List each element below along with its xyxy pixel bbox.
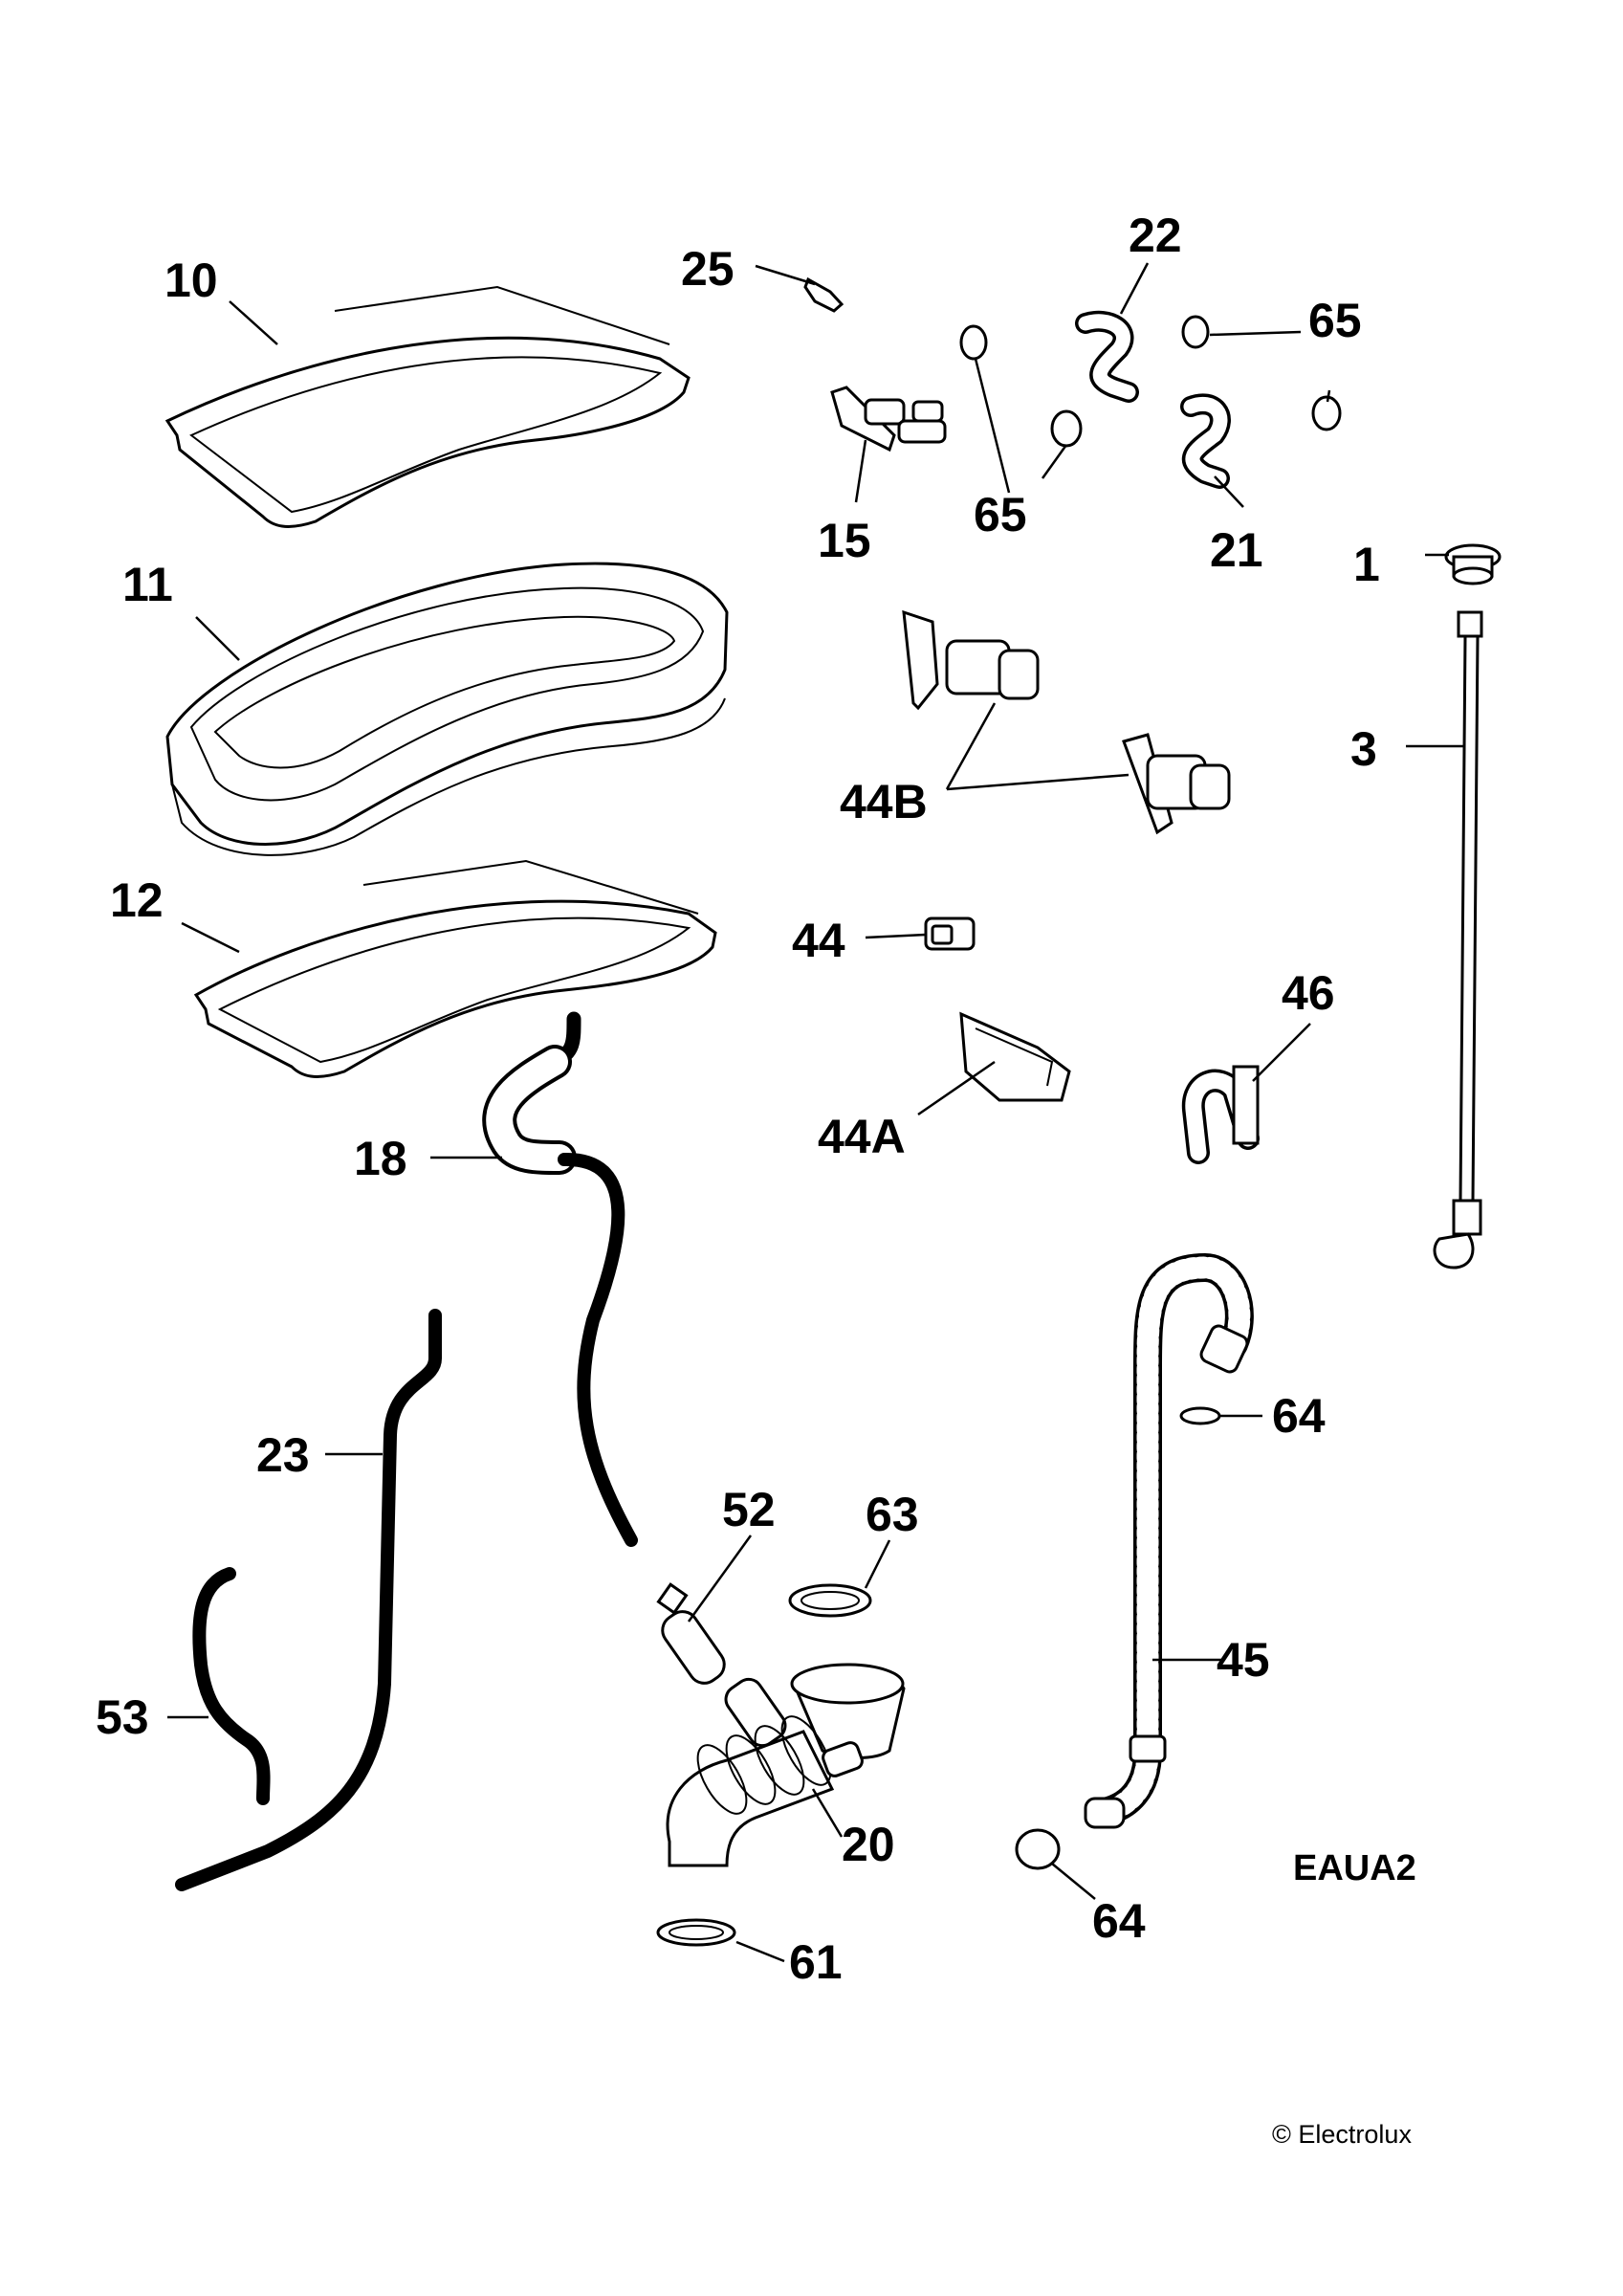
label-25: 25 <box>681 242 735 296</box>
part-11-frame <box>165 562 729 856</box>
leader-lines <box>167 262 1465 1963</box>
label-52: 52 <box>722 1483 776 1536</box>
part-1-cap <box>1444 543 1502 585</box>
part-46-hook <box>1181 1065 1260 1164</box>
part-22-hose <box>1075 310 1139 403</box>
label-21: 21 <box>1210 523 1263 577</box>
copyright-notice: © Electrolux <box>1272 2120 1412 2149</box>
label-61: 61 <box>789 1935 843 1989</box>
label-23: 23 <box>256 1428 310 1482</box>
label-45: 45 <box>1217 1633 1270 1687</box>
label-18: 18 <box>354 1132 407 1185</box>
label-64-upper: 64 <box>1272 1389 1326 1443</box>
part-20-sump <box>666 1663 906 1867</box>
label-65-upper: 65 <box>1308 294 1362 347</box>
label-65-lower: 65 <box>974 488 1027 541</box>
part-15-bracket <box>830 386 947 453</box>
part-63-clamp <box>788 1583 872 1618</box>
part-44b-clamps <box>902 609 1231 835</box>
label-53: 53 <box>96 1690 149 1744</box>
label-20: 20 <box>842 1818 895 1871</box>
label-44b: 44B <box>840 775 928 828</box>
label-11: 11 <box>122 558 173 611</box>
part-52-sensor <box>656 1582 726 1685</box>
part-44a-holder <box>959 1011 1071 1102</box>
part-12-seal <box>193 859 717 1078</box>
part-18-hose <box>482 1011 638 1547</box>
part-53-hose <box>192 1567 271 1805</box>
model-code: EAUA2 <box>1293 1848 1416 1888</box>
label-44: 44 <box>792 914 845 967</box>
part-64-clamps <box>1015 1406 1221 1870</box>
label-63: 63 <box>866 1488 919 1541</box>
label-3: 3 <box>1350 722 1377 776</box>
label-46: 46 <box>1282 966 1335 1020</box>
label-44a: 44A <box>818 1110 906 1163</box>
part-23-hose <box>175 1309 442 1891</box>
label-64-lower: 64 <box>1092 1894 1146 1948</box>
label-12: 12 <box>110 873 164 927</box>
label-22: 22 <box>1129 209 1182 262</box>
part-44-clip <box>924 916 976 951</box>
label-15: 15 <box>818 514 871 567</box>
label-10: 10 <box>164 254 218 307</box>
part-labels: 10 11 12 25 22 65 65 15 21 1 3 44B 44 46… <box>96 209 1380 1989</box>
part-25-nozzle <box>803 276 844 313</box>
part-61-clamp <box>656 1918 736 1947</box>
part-3-pipe <box>1433 610 1483 1269</box>
part-45-drain-hose <box>1084 1253 1254 1829</box>
label-1: 1 <box>1353 538 1380 591</box>
part-21-hose <box>1180 393 1231 489</box>
part-65-clamps <box>959 315 1342 448</box>
part-10-seal <box>164 285 691 528</box>
